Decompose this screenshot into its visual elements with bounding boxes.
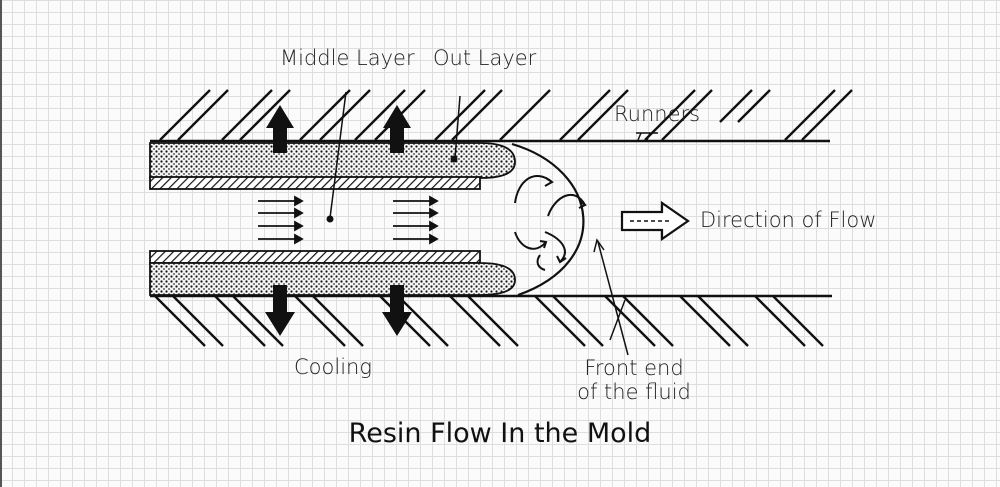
front-end-label: Front end of the fluid <box>570 356 698 404</box>
top-mold-wall <box>159 89 853 141</box>
middle-layer-marker <box>326 215 334 223</box>
out-layer-marker <box>450 155 458 163</box>
front-end-label-line1: Front end <box>584 356 684 380</box>
left-border <box>0 0 2 487</box>
core-flow-arrows-right <box>393 195 439 245</box>
front-end-label-line2: of the fluid <box>577 380 691 404</box>
core-flow-arrows-left <box>258 195 304 245</box>
cooling-arrows-up <box>266 105 411 153</box>
middle-layer-label: Middle Layer <box>280 46 415 70</box>
direction-of-flow-label: Direction of Flow <box>700 208 877 232</box>
fountain-flow-arrows <box>514 175 587 271</box>
direction-of-flow-arrow <box>620 200 690 242</box>
leader-lines <box>329 91 658 356</box>
melt-front-curve <box>511 142 585 297</box>
runners-label: Runners <box>614 102 701 126</box>
out-layer-label: Out Layer <box>433 46 537 70</box>
bottom-resin-layer <box>149 250 516 296</box>
diagram-caption: Resin Flow In the Mold <box>348 418 652 449</box>
top-resin-layer <box>149 142 516 190</box>
bottom-mold-wall <box>154 295 824 347</box>
cooling-arrows-down <box>265 285 412 336</box>
cooling-label: Cooling <box>294 355 372 379</box>
